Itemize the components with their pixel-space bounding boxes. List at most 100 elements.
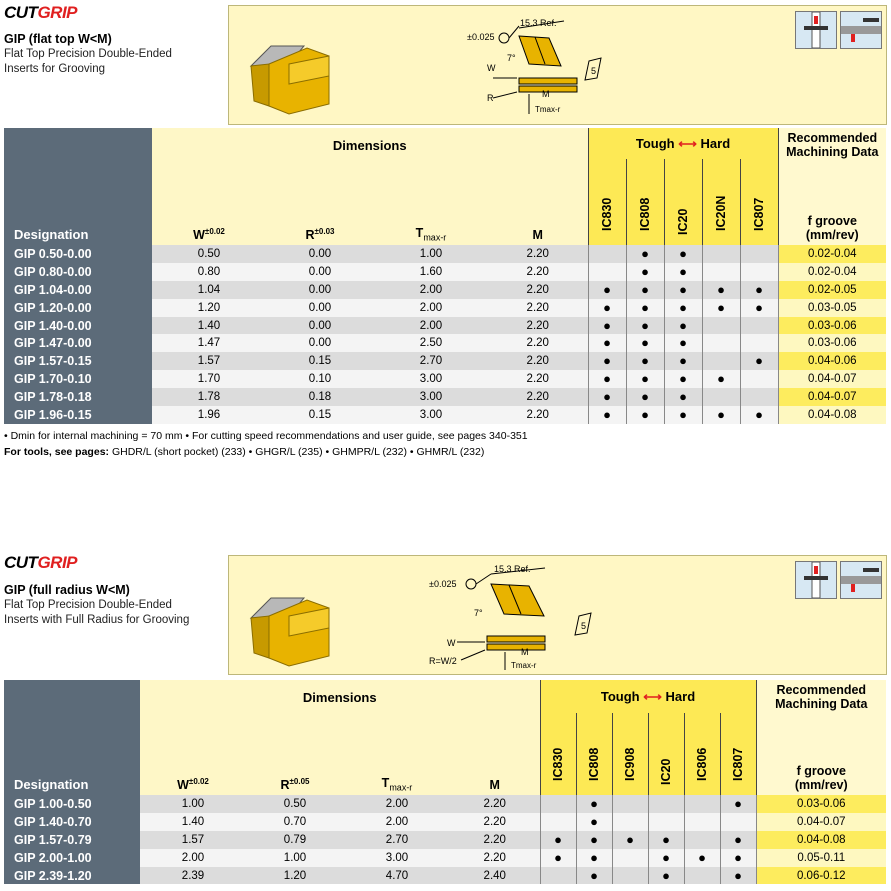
grade-availability-cell: [701, 262, 740, 281]
grade-availability-cell: [739, 370, 779, 389]
svg-text:W: W: [447, 638, 456, 648]
w-cell: 1.04: [152, 280, 266, 299]
tmax-cell: 2.00: [344, 795, 450, 813]
designation-cell: GIP 0.50-0.00: [4, 245, 152, 263]
grade-availability-cell: ●: [663, 406, 702, 424]
grade-availability-cell: ●: [663, 298, 702, 317]
w-header: W±0.02: [152, 159, 266, 245]
svg-text:R=W/2: R=W/2: [429, 656, 457, 666]
r-cell: 0.00: [266, 334, 374, 353]
internal-grooving-icon: [840, 11, 882, 49]
grade-availability-cell: ●: [575, 848, 612, 867]
product-title: GIP (full radius W<M): [4, 583, 130, 597]
grade-header: IC908: [611, 713, 648, 795]
m-cell: 2.20: [488, 388, 588, 407]
r-cell: 0.50: [246, 795, 344, 813]
grade-availability-cell: ●: [539, 830, 576, 849]
grade-availability-cell: ●: [719, 830, 757, 849]
m-cell: 2.20: [488, 370, 588, 389]
grade-availability-cell: [683, 830, 720, 849]
dimensions-header: Dimensions: [152, 128, 588, 159]
f-groove-cell: 0.06-0.12: [755, 866, 887, 885]
grade-availability-cell: [611, 848, 648, 867]
svg-text:M: M: [521, 647, 529, 657]
grade-availability-cell: ●: [575, 830, 612, 849]
f-groove-cell: 0.04-0.08: [777, 406, 887, 424]
grade-availability-cell: [719, 812, 757, 831]
grade-availability-cell: [683, 866, 720, 885]
grade-availability-cell: ●: [587, 352, 626, 371]
r-cell: 0.70: [246, 812, 344, 831]
grade-header: IC806: [683, 713, 720, 795]
insert-spec-table-full-radius: Designation Dimensions Tough ⟷ Hard Reco…: [4, 680, 887, 885]
w-cell: 1.20: [152, 298, 266, 317]
internal-grooving-icon: [840, 561, 882, 599]
m-cell: 2.20: [450, 812, 540, 831]
brand-logo: CUTGRIP: [4, 553, 78, 572]
designation-cell: GIP 1.57-0.79: [4, 830, 140, 849]
tmax-cell: 2.00: [344, 812, 450, 831]
m-cell: 2.20: [488, 352, 588, 371]
grade-header: IC20: [647, 713, 684, 795]
r-cell: 0.00: [266, 316, 374, 335]
svg-text:7°: 7°: [507, 53, 516, 63]
grade-availability-cell: ●: [575, 866, 612, 885]
w-cell: 1.70: [152, 370, 266, 389]
grade-availability-cell: [611, 866, 648, 885]
grade-range-header: Tough ⟷ Hard: [539, 680, 757, 713]
tmax-cell: 3.00: [374, 388, 488, 407]
r-cell: 0.00: [266, 280, 374, 299]
r-cell: 0.18: [266, 388, 374, 407]
grade-availability-cell: [739, 334, 779, 353]
note-dmin: • Dmin for internal machining = 70 mm • …: [4, 430, 528, 442]
tmax-cell: 2.00: [374, 316, 488, 335]
external-grooving-icon: [795, 11, 837, 49]
tough-hard-arrow-icon: ⟷: [678, 135, 697, 151]
tmax-header: Tmax-r: [344, 713, 450, 795]
brand-logo: CUTGRIP: [4, 3, 78, 22]
f-groove-cell: 0.04-0.08: [755, 830, 887, 849]
r-cell: 0.00: [266, 262, 374, 281]
r-header: R±0.03: [266, 159, 374, 245]
svg-text:Tmax-r: Tmax-r: [535, 105, 561, 114]
designation-cell: GIP 1.57-0.15: [4, 352, 152, 371]
grade-availability-cell: [587, 262, 626, 281]
grade-header: IC807: [739, 159, 779, 245]
m-cell: 2.20: [488, 334, 588, 353]
designation-cell: GIP 1.20-0.00: [4, 298, 152, 317]
designation-cell: GIP 2.00-1.00: [4, 848, 140, 867]
grade-availability-cell: [739, 245, 779, 263]
grade-availability-cell: [611, 812, 648, 831]
grade-availability-cell: [683, 812, 720, 831]
f-groove-cell: 0.04-0.07: [777, 370, 887, 389]
grade-availability-cell: ●: [587, 406, 626, 424]
f-groove-cell: 0.03-0.05: [777, 298, 887, 317]
grade-availability-cell: ●: [739, 352, 779, 371]
grade-availability-cell: [739, 388, 779, 407]
m-cell: 2.20: [488, 406, 588, 424]
grade-availability-cell: ●: [663, 245, 702, 263]
w-cell: 1.40: [152, 316, 266, 335]
r-cell: 0.10: [266, 370, 374, 389]
grade-header: IC20N: [701, 159, 740, 245]
grade-header: IC808: [575, 713, 612, 795]
grade-availability-cell: ●: [663, 388, 702, 407]
product-section-full-radius: CUTGRIP GIP (full radius W<M) Flat Top P…: [0, 550, 891, 891]
designation-header: Designation: [4, 680, 140, 795]
grade-availability-cell: ●: [625, 280, 664, 299]
grade-header: IC807: [719, 713, 757, 795]
grade-availability-cell: ●: [587, 334, 626, 353]
grade-availability-cell: ●: [611, 830, 648, 849]
grade-availability-cell: ●: [625, 245, 664, 263]
insert-drawing: ±0.025 15.3 Ref. 7° W R M Tmax-r 5: [249, 18, 602, 115]
f-groove-cell: 0.03-0.06: [755, 795, 887, 813]
f-groove-cell: 0.04-0.07: [755, 812, 887, 831]
